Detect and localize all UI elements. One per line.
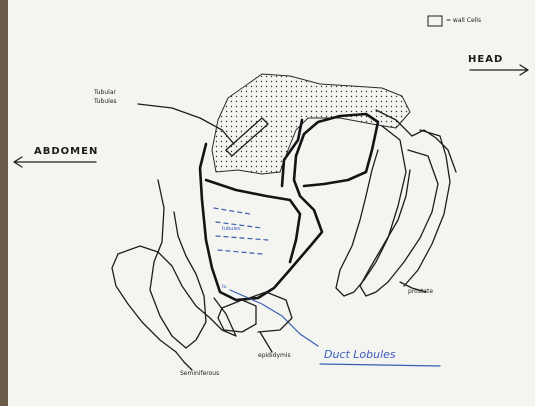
bottom-mid-leader xyxy=(260,332,272,352)
bottom-left-label: Seminiferous xyxy=(180,370,219,377)
head-label: HEAD xyxy=(468,54,503,65)
blue-underline xyxy=(320,364,440,366)
abdomen-arrow xyxy=(14,157,96,167)
bottom-oval-1 xyxy=(218,300,256,332)
bottom-left-leader xyxy=(176,352,192,370)
right-tubule-3 xyxy=(404,130,450,286)
abdomen-label: ABDOMEN xyxy=(34,146,98,157)
blue-inner-label: tubules xyxy=(222,226,241,232)
legend-label: = wall Cells xyxy=(446,17,481,24)
blue-small-label: lu xyxy=(222,284,227,290)
right-lower-label: prostate xyxy=(408,288,433,295)
bottom-mid-label: epididymis xyxy=(258,352,291,359)
dotted-fat-region xyxy=(212,74,410,174)
left-lobe xyxy=(150,180,206,348)
duct-lobules-label: Duct Lobules xyxy=(324,348,396,361)
left-curve xyxy=(112,254,176,352)
tubular-tubules-label: Tubular Tubules xyxy=(94,88,117,106)
legend-box-icon xyxy=(428,16,442,26)
head-arrow xyxy=(470,65,528,75)
